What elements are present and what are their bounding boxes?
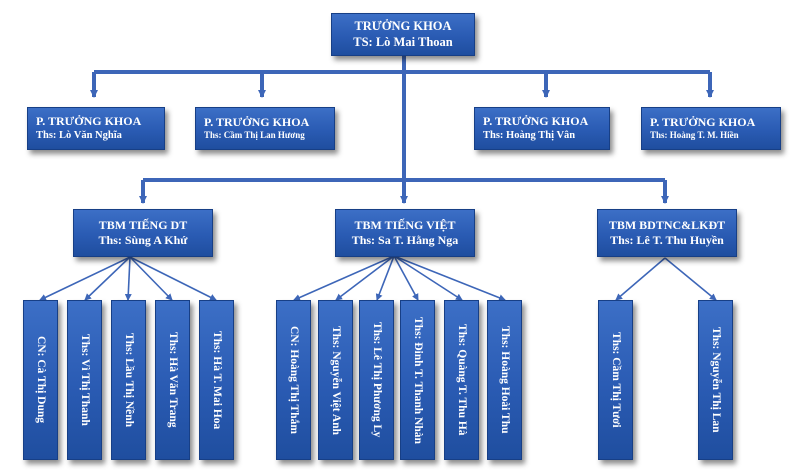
staff-box: Ths: Đinh T. Thanh Nhàn — [400, 300, 435, 460]
deputy-box-3: P. TRƯỞNG KHOA Ths: Hoàng Thị Vân — [474, 107, 610, 150]
department-title: TBM BDTNC&LKĐT — [608, 218, 726, 232]
department-box-1: TBM TIẾNG DT Ths: Sùng A Khứ — [73, 209, 213, 257]
staff-box: CN: Cà Thị Dung — [23, 300, 58, 460]
department-head: Ths: Lê T. Thu Huyền — [610, 233, 724, 247]
deputy-name: Ths: Hoàng Thị Vân — [483, 130, 576, 142]
staff-name: CN: Cà Thị Dung — [34, 336, 47, 424]
staff-name: Ths: Hà Văn Trang — [166, 332, 179, 428]
deputy-name: Ths: Cầm Thị Lan Hương — [204, 130, 305, 141]
department-title: TBM TIẾNG DT — [98, 218, 188, 232]
staff-name: Ths: Cầm Thị Tươi — [609, 332, 622, 428]
staff-box: Ths: Hà Văn Trang — [155, 300, 190, 460]
staff-name: Ths: Lầu Thị Nềnh — [122, 332, 135, 428]
deputy-title: P. TRƯỞNG KHOA — [483, 114, 589, 129]
deputy-title: P. TRƯỞNG KHOA — [204, 115, 310, 130]
staff-name: Ths: Quàng T. Thu Hà — [455, 324, 468, 436]
staff-box: Ths: Hoàng Hoài Thu — [487, 300, 522, 460]
staff-name: Ths: Nguyễn Thị Lan — [709, 327, 722, 433]
deputy-name: Ths: Lò Văn Nghĩa — [36, 130, 122, 142]
department-box-2: TBM TIẾNG VIỆT Ths: Sa T. Hằng Nga — [335, 209, 475, 257]
staff-box: Ths: Lê Thị Phương Ly — [359, 300, 394, 460]
department-title: TBM TIẾNG VIỆT — [354, 218, 456, 232]
department-head: Ths: Sùng A Khứ — [98, 233, 188, 247]
staff-name: Ths: Đinh T. Thanh Nhàn — [411, 316, 424, 444]
staff-connectors — [39, 255, 717, 302]
staff-box: Ths: Nguyễn Thị Lan — [698, 300, 733, 460]
staff-box: Ths: Quàng T. Thu Hà — [444, 300, 479, 460]
department-head: Ths: Sa T. Hằng Nga — [351, 233, 459, 247]
staff-box: Ths: Nguyễn Việt Anh — [318, 300, 353, 460]
staff-box: Ths: Cầm Thị Tươi — [598, 300, 633, 460]
staff-name: Ths: Vì Thị Thanh — [78, 334, 91, 426]
main-connectors — [90, 56, 714, 204]
department-box-3: TBM BDTNC&LKĐT Ths: Lê T. Thu Huyền — [597, 209, 737, 257]
staff-name: Ths: Hoàng Hoài Thu — [498, 326, 511, 434]
deputy-box-4: P. TRƯỞNG KHOA Ths: Hoàng T. M. Hiền — [641, 107, 781, 150]
staff-name: Ths: Hà T. Mai Hoa — [210, 330, 223, 430]
staff-box: Ths: Hà T. Mai Hoa — [199, 300, 234, 460]
staff-name: CN: Hoàng Thị Thắm — [287, 326, 300, 434]
staff-name: Ths: Lê Thị Phương Ly — [370, 322, 383, 438]
deputy-title: P. TRƯỞNG KHOA — [36, 114, 142, 129]
head-box: TRƯỞNG KHOA TS: Lò Mai Thoan — [331, 13, 475, 56]
head-name: TS: Lò Mai Thoan — [353, 34, 453, 49]
staff-box: CN: Hoàng Thị Thắm — [276, 300, 311, 460]
staff-name: Ths: Nguyễn Việt Anh — [329, 325, 342, 435]
staff-box: Ths: Lầu Thị Nềnh — [111, 300, 146, 460]
deputy-title: P. TRƯỞNG KHOA — [650, 115, 756, 130]
deputy-name: Ths: Hoàng T. M. Hiền — [650, 130, 739, 141]
deputy-box-2: P. TRƯỞNG KHOA Ths: Cầm Thị Lan Hương — [195, 107, 335, 150]
deputy-box-1: P. TRƯỞNG KHOA Ths: Lò Văn Nghĩa — [27, 107, 165, 150]
staff-box: Ths: Vì Thị Thanh — [67, 300, 102, 460]
head-title: TRƯỞNG KHOA — [354, 18, 452, 33]
